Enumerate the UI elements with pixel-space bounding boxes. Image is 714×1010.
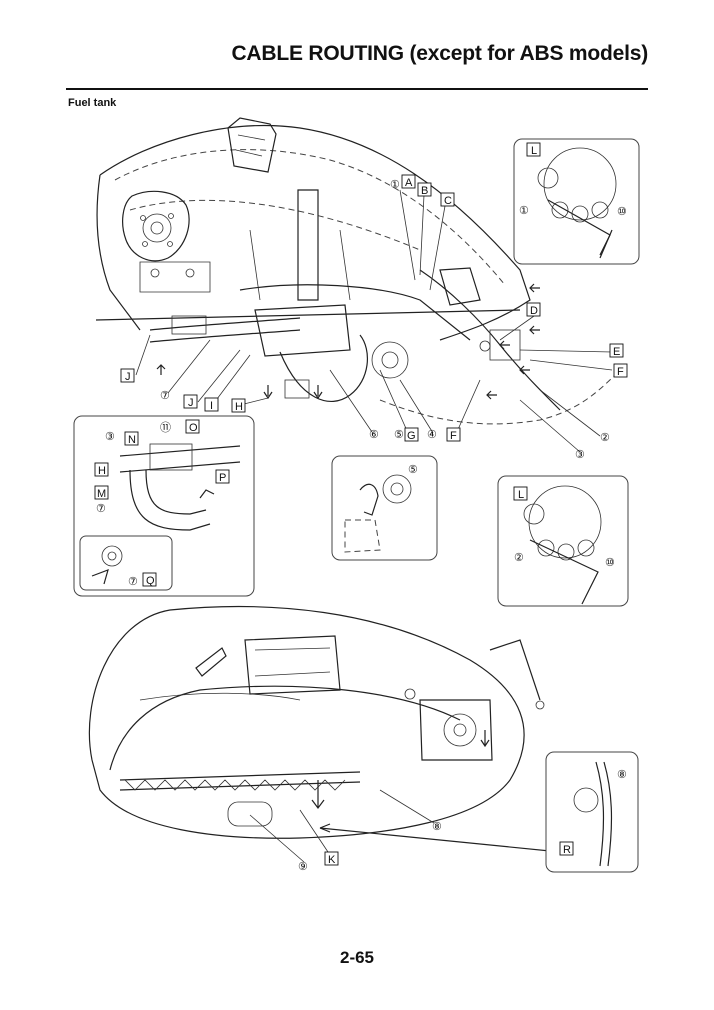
callout-10-inset-2: ⑩	[605, 557, 615, 569]
letter-J: J	[125, 371, 131, 383]
letter-A: A	[405, 177, 413, 189]
page-title: CABLE ROUTING (except for ABS models)	[231, 42, 648, 65]
letter-H-inset: H	[98, 465, 106, 477]
callout-8-inset: ⑧	[617, 769, 627, 781]
letter-R: R	[563, 844, 571, 856]
letter-F-lower: F	[450, 430, 457, 442]
title-rule	[66, 88, 648, 90]
letter-K: K	[328, 854, 336, 866]
letter-C: C	[444, 195, 452, 207]
letter-E: E	[613, 346, 620, 358]
leader-lines	[135, 189, 613, 863]
callout-3-inset: ③	[105, 431, 115, 443]
letter-H: H	[235, 401, 243, 413]
callout-2-inset: ②	[514, 552, 524, 564]
inset-middle-right	[497, 475, 629, 607]
inset-upper-right	[513, 138, 640, 265]
letter-N: N	[128, 434, 136, 446]
callout-10-inset: ⑩	[617, 206, 627, 218]
letter-M: M	[97, 488, 106, 500]
callout-numbers: ① ① ⑩ ② ③ ④ ⑤ ⑥ ⑦ ⑤ ② ⑩ ③ ⑪ ⑦ ⑦ ⑧ ⑧ ⑨	[96, 179, 627, 873]
callout-8: ⑧	[432, 821, 442, 833]
callout-5-inset: ⑤	[408, 464, 418, 476]
section-title: Fuel tank	[68, 97, 117, 109]
letter-B: B	[421, 185, 428, 197]
callout-4: ④	[427, 429, 437, 441]
callout-letters: A B C L D E F F G J J I H N O H P M Q L …	[94, 142, 628, 866]
letter-P: P	[219, 472, 226, 484]
tank-bottom-view	[88, 605, 561, 853]
letter-L-inset-2: L	[518, 489, 524, 501]
callout-11: ⑪	[160, 421, 171, 434]
letter-Q: Q	[146, 575, 155, 587]
callout-5: ⑤	[394, 429, 404, 441]
callout-7-inset-2: ⑦	[128, 576, 138, 588]
callout-3: ③	[575, 449, 585, 461]
letter-L-inset: L	[531, 145, 537, 157]
letter-D: D	[530, 305, 538, 317]
letter-F: F	[617, 366, 624, 378]
callout-1-inset: ①	[519, 205, 529, 217]
callout-7: ⑦	[160, 390, 170, 402]
callout-7-inset: ⑦	[96, 503, 106, 515]
inset-center	[331, 455, 438, 561]
letter-G: G	[407, 430, 416, 442]
callout-6: ⑥	[369, 429, 379, 441]
callout-2: ②	[600, 432, 610, 444]
tank-side-view	[95, 117, 621, 425]
page-number: 2-65	[339, 948, 375, 967]
callout-1: ①	[390, 179, 400, 191]
letter-I: I	[210, 400, 213, 412]
callout-9: ⑨	[298, 861, 308, 873]
letter-O: O	[189, 422, 198, 434]
letter-J-2: J	[188, 397, 194, 409]
